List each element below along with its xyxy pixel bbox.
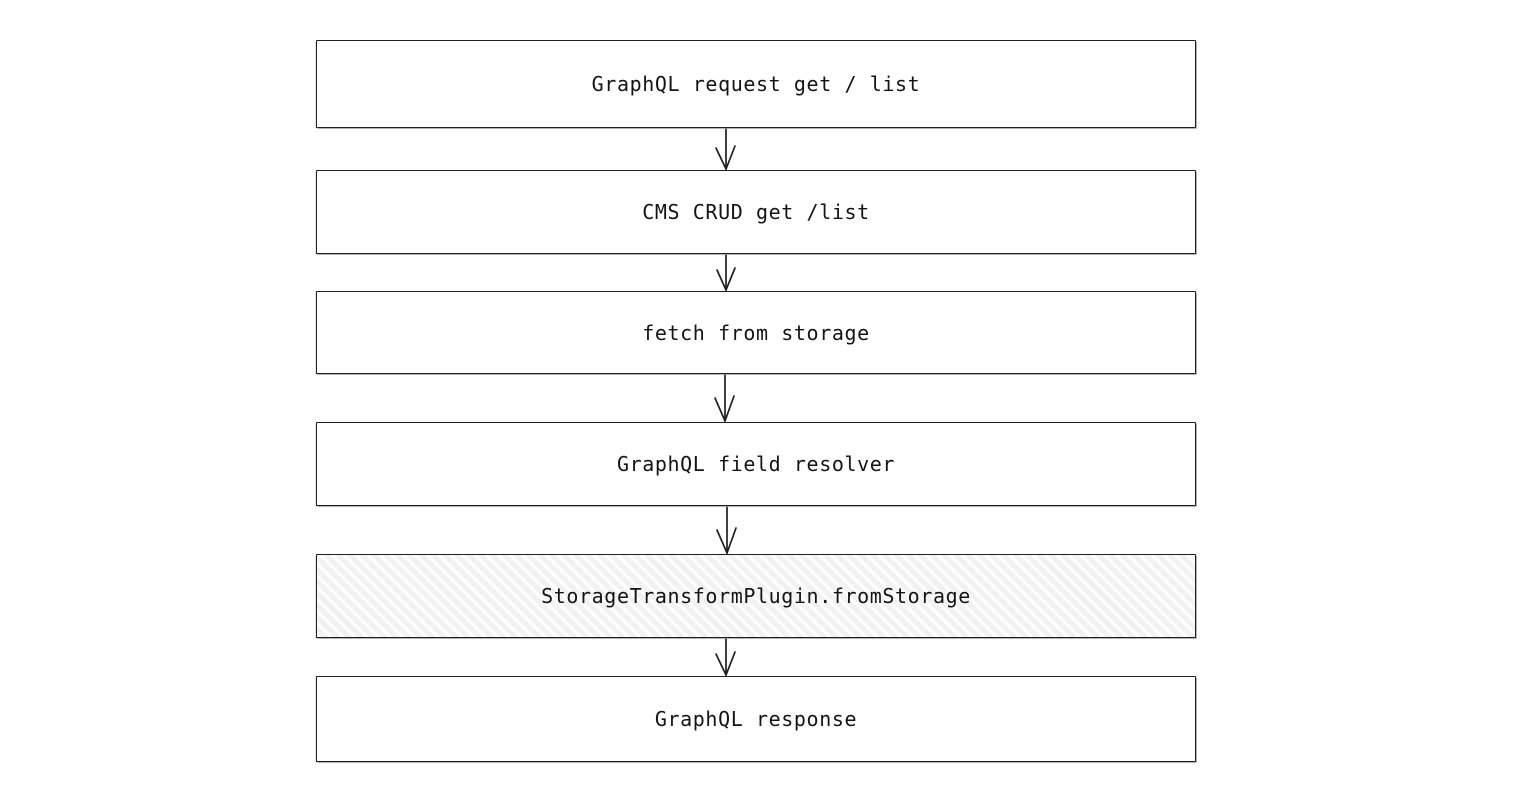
node-graphql-request[interactable]: GraphQL request get / list	[316, 40, 1196, 128]
node-storage-transform-plugin[interactable]: StorageTransformPlugin.fromStorage	[316, 554, 1196, 638]
node-cms-crud-label: CMS CRUD get /list	[642, 200, 870, 224]
edge-graphql-request-to-cms-crud	[715, 127, 736, 172]
node-field-resolver-label: GraphQL field resolver	[616, 452, 896, 476]
node-graphql-request-label: GraphQL request get / list	[591, 72, 921, 96]
edge-storage-plugin-to-graphql-response	[715, 637, 736, 678]
node-graphql-response-label: GraphQL response	[654, 707, 858, 731]
node-graphql-response[interactable]: GraphQL response	[316, 676, 1196, 762]
node-fetch-storage-label: fetch from storage	[642, 320, 870, 345]
edge-fetch-storage-to-field-resolver	[714, 373, 735, 424]
node-fetch-storage[interactable]: fetch from storage	[316, 291, 1196, 374]
edge-cms-crud-to-fetch-storage	[716, 253, 736, 293]
node-storage-transform-plugin-label: StorageTransformPlugin.fromStorage	[541, 584, 971, 608]
node-cms-crud[interactable]: CMS CRUD get /list	[316, 170, 1196, 254]
edge-field-resolver-to-storage-plugin	[716, 505, 737, 556]
node-field-resolver[interactable]: GraphQL field resolver	[316, 422, 1196, 506]
